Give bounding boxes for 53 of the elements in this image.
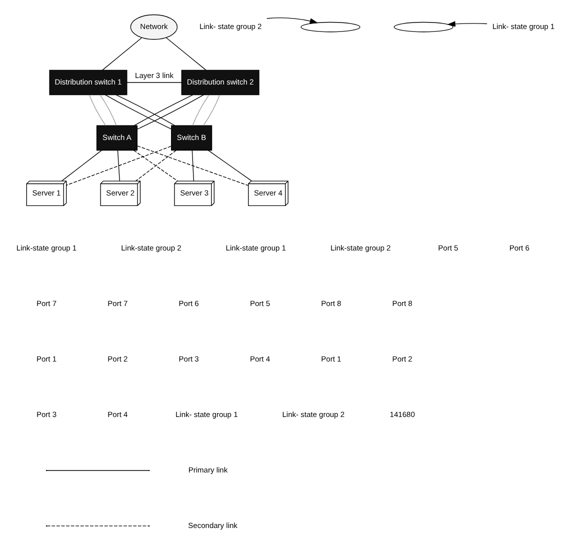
connector bbox=[137, 145, 248, 186]
label: Port 3 bbox=[36, 409, 57, 418]
connector bbox=[166, 36, 206, 70]
connector bbox=[66, 145, 172, 186]
connector bbox=[117, 150, 120, 181]
connector bbox=[208, 150, 252, 181]
edge-label: Layer 3 link bbox=[135, 70, 174, 80]
label: Port 1 bbox=[36, 354, 57, 364]
connector bbox=[136, 94, 204, 130]
connector bbox=[61, 150, 102, 181]
legend-label: Primary link bbox=[188, 464, 228, 474]
node-box: Distribution switch 2 bbox=[181, 69, 260, 95]
connector bbox=[102, 36, 142, 70]
label: Port 4 bbox=[250, 354, 270, 364]
connector bbox=[116, 94, 176, 126]
connector bbox=[134, 94, 194, 126]
node-ellipse bbox=[300, 21, 360, 32]
label: Port 8 bbox=[321, 298, 342, 308]
label: Port 2 bbox=[108, 354, 128, 364]
label: Port 6 bbox=[509, 243, 530, 252]
label: Link-state group 2 bbox=[121, 243, 182, 252]
label: Port 2 bbox=[392, 354, 412, 364]
label: Port 1 bbox=[321, 354, 342, 364]
label: Port 7 bbox=[108, 298, 128, 308]
label: Link- state group 2 bbox=[282, 409, 345, 418]
connector bbox=[192, 150, 194, 181]
node-text: Link- state group 1 bbox=[492, 21, 555, 30]
connector bbox=[105, 94, 172, 129]
arrow bbox=[447, 20, 488, 26]
connector bbox=[203, 94, 220, 126]
label: Port 6 bbox=[178, 298, 199, 308]
label: 141680 bbox=[390, 409, 415, 418]
label: Port 3 bbox=[178, 354, 199, 364]
label: Link-state group 1 bbox=[226, 243, 286, 252]
node-box: Switch A bbox=[96, 124, 138, 150]
connector bbox=[192, 94, 210, 126]
legend-label: Secondary link bbox=[188, 520, 238, 530]
label: Link- state group 1 bbox=[176, 409, 238, 418]
node-box: Switch B bbox=[171, 124, 212, 150]
arrow bbox=[266, 16, 318, 24]
label: Port 5 bbox=[250, 298, 270, 308]
label: Link-state group 2 bbox=[330, 243, 391, 252]
node-ellipse: Network bbox=[130, 14, 178, 40]
connector bbox=[100, 94, 117, 126]
label: Port 7 bbox=[36, 298, 57, 308]
node-box: Distribution switch 1 bbox=[49, 69, 128, 95]
node-text: Link- state group 2 bbox=[199, 21, 262, 30]
label: Port 8 bbox=[392, 298, 412, 308]
label: Link-state group 1 bbox=[16, 243, 77, 252]
node-ellipse bbox=[394, 21, 454, 32]
label: Port 4 bbox=[108, 409, 128, 418]
label: Port 5 bbox=[438, 243, 458, 252]
connector bbox=[88, 94, 106, 126]
